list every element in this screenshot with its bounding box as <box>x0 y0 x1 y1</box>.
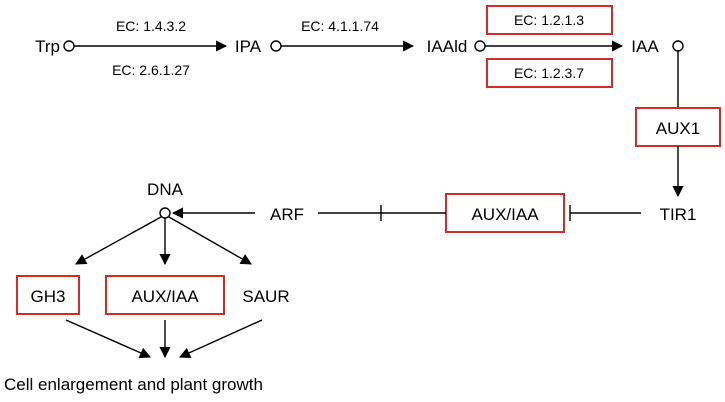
node-trp-anchor <box>63 40 75 52</box>
node-iaa-anchor <box>672 40 684 52</box>
enzyme-iaald-iaa-top: EC: 1.2.1.3 <box>514 12 584 28</box>
enzyme-ipa-iaald: EC: 4.1.1.74 <box>301 18 379 34</box>
node-tir1: TIR1 <box>660 205 697 224</box>
enzyme-trp-ipa-top: EC: 1.4.3.2 <box>116 18 186 34</box>
node-trp: Trp <box>35 37 60 56</box>
node-aux-iaa-repressor: AUX/IAA <box>471 205 539 224</box>
node-ipa: IPA <box>235 37 262 56</box>
enzyme-iaald-iaa-bottom: EC: 1.2.3.7 <box>514 65 584 81</box>
edge-dna-to-gh3 <box>75 216 162 265</box>
node-dna-anchor <box>159 207 171 219</box>
enzyme-iaald-iaa-bottom-box <box>486 58 613 88</box>
node-aux1-box <box>635 107 721 147</box>
node-ipa-anchor <box>270 40 282 52</box>
node-aux1: AUX1 <box>656 119 700 138</box>
node-arf: ARF <box>270 205 304 224</box>
node-gh3-box <box>16 275 80 315</box>
node-dna: DNA <box>147 180 184 199</box>
edge-saur-to-outcome <box>178 319 263 358</box>
node-aux-iaa-gene-box <box>105 275 225 315</box>
node-iaa: IAA <box>631 37 659 56</box>
enzyme-iaald-iaa-top-box <box>486 5 613 35</box>
node-aux-iaa-gene: AUX/IAA <box>131 287 199 306</box>
outcome-label: Cell enlargement and plant growth <box>4 375 263 394</box>
edge-gh3-to-outcome <box>65 319 152 359</box>
node-iaald-anchor <box>474 40 486 52</box>
node-gh3: GH3 <box>31 287 66 306</box>
node-iaald: IAAld <box>427 37 468 56</box>
node-saur: SAUR <box>242 287 289 306</box>
edge-dna-to-saur <box>168 216 252 265</box>
enzyme-trp-ipa-bottom: EC: 2.6.1.27 <box>112 62 190 78</box>
